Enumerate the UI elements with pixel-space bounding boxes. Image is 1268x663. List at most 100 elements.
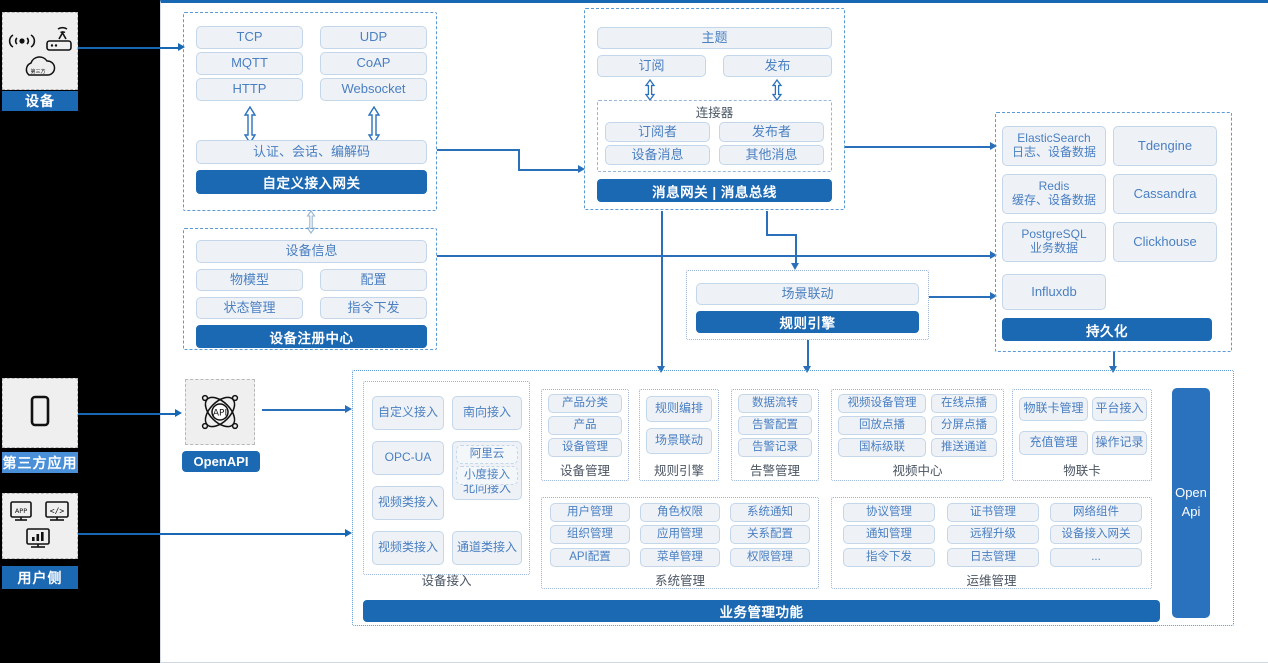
rule-scene[interactable]: 场景联动	[646, 428, 712, 454]
persistence-title: 持久化	[1002, 318, 1212, 341]
alarm-data-flow[interactable]: 数据流转	[738, 394, 812, 413]
line-userside-to-business	[78, 533, 348, 536]
device-mgmt-device[interactable]: 设备管理	[548, 438, 622, 457]
device-access-aliyun[interactable]: 阿里云	[456, 445, 518, 464]
persistence-cassandra[interactable]: Cassandra	[1113, 174, 1217, 214]
group-system-mgmt	[541, 497, 819, 589]
ops-remote-upgrade[interactable]: 远程升级	[947, 525, 1039, 544]
registry-thing-model[interactable]: 物模型	[196, 269, 303, 291]
mobile-phone-icon	[30, 395, 50, 427]
device-access-video[interactable]: 视频类接入	[372, 486, 444, 520]
arrow-persistence-to-business	[1109, 366, 1117, 373]
arrow-openapi-to-business	[345, 405, 352, 413]
ops-protocol-mgmt[interactable]: 协议管理	[843, 503, 935, 522]
group-device-mgmt	[541, 389, 629, 481]
group-rule-engine-label: 规则引擎	[653, 463, 704, 478]
sys-role-permission[interactable]: 角色权限	[640, 503, 720, 522]
rule-scene-linkage[interactable]: 场景联动	[696, 283, 919, 305]
device-access-video-2[interactable]: 视频类接入	[372, 531, 444, 565]
rail-label-user-side: 用户侧	[2, 566, 78, 589]
device-mgmt-product-category[interactable]: 产品分类	[548, 394, 622, 413]
line-openapi-to-business	[262, 409, 348, 411]
alarm-config[interactable]: 告警配置	[738, 416, 812, 435]
registry-state-mgmt[interactable]: 状态管理	[196, 297, 303, 319]
device-access-xiaodu[interactable]: 小度接入	[456, 466, 518, 485]
router-icon	[46, 26, 72, 51]
protocol-udp[interactable]: UDP	[320, 26, 427, 49]
persistence-influxdb[interactable]: Influxdb	[1002, 274, 1106, 310]
group-alarm-mgmt	[731, 389, 819, 481]
iot-recharge-mgmt[interactable]: 充值管理	[1019, 431, 1088, 455]
bus-publish[interactable]: 发布	[723, 55, 832, 77]
protocol-websocket[interactable]: Websocket	[320, 78, 427, 101]
ops-more[interactable]: ...	[1050, 548, 1142, 567]
video-device-mgmt[interactable]: 视频设备管理	[838, 394, 926, 413]
line-rule-to-persistence	[929, 296, 992, 298]
message-bus-title: 消息网关 | 消息总线	[597, 179, 832, 202]
persistence-tdengine[interactable]: Tdengine	[1113, 126, 1217, 166]
line-gateway-bus-h2	[518, 169, 579, 171]
video-playback[interactable]: 回放点播	[838, 416, 926, 435]
persistence-clickhouse[interactable]: Clickhouse	[1113, 222, 1217, 262]
sys-permission-mgmt[interactable]: 权限管理	[730, 548, 810, 567]
code-window-icon: </>	[45, 501, 69, 521]
device-mgmt-product[interactable]: 产品	[548, 416, 622, 435]
sys-relation-config[interactable]: 关系配置	[730, 525, 810, 544]
ops-cert-mgmt[interactable]: 证书管理	[947, 503, 1039, 522]
bus-subscribe[interactable]: 订阅	[597, 55, 706, 77]
line-bus-to-rule-h	[766, 234, 796, 236]
sys-menu-mgmt[interactable]: 菜单管理	[640, 548, 720, 567]
registry-config[interactable]: 配置	[320, 269, 427, 291]
sys-api-config[interactable]: API配置	[550, 548, 630, 567]
connector-other-message[interactable]: 其他消息	[719, 145, 824, 165]
device-access-opcua[interactable]: OPC-UA	[372, 441, 444, 475]
cloud-icon: 第三方	[25, 56, 56, 76]
thirdparty-icon-card	[2, 378, 78, 448]
iot-operation-log[interactable]: 操作记录	[1092, 431, 1147, 455]
video-online-play[interactable]: 在线点播	[931, 394, 997, 413]
ops-device-gateway[interactable]: 设备接入网关	[1050, 525, 1142, 544]
connector-publisher[interactable]: 发布者	[719, 122, 824, 142]
rule-arrangement[interactable]: 规则编排	[646, 396, 712, 422]
sys-notification[interactable]: 系统通知	[730, 503, 810, 522]
ops-notify-mgmt[interactable]: 通知管理	[843, 525, 935, 544]
registry-title: 设备注册中心	[196, 325, 427, 348]
device-access-southbound[interactable]: 南向接入	[452, 396, 522, 430]
iot-card-mgmt[interactable]: 物联卡管理	[1019, 397, 1088, 421]
sys-org-mgmt[interactable]: 组织管理	[550, 525, 630, 544]
connector-group	[597, 100, 832, 172]
device-access-custom[interactable]: 自定义接入	[372, 396, 444, 430]
connector-device-message[interactable]: 设备消息	[605, 145, 710, 165]
protocol-tcp[interactable]: TCP	[196, 26, 303, 49]
ops-network-component[interactable]: 网络组件	[1050, 503, 1142, 522]
video-push-channel[interactable]: 推送通道	[931, 438, 997, 457]
video-split-screen[interactable]: 分屏点播	[931, 416, 997, 435]
protocol-coap[interactable]: CoAP	[320, 52, 427, 75]
protocol-mqtt[interactable]: MQTT	[196, 52, 303, 75]
ops-log-mgmt[interactable]: 日志管理	[947, 548, 1039, 567]
registry-device-info[interactable]: 设备信息	[196, 240, 427, 263]
device-access-channel[interactable]: 通道类接入	[452, 531, 522, 565]
sys-user-mgmt[interactable]: 用户管理	[550, 503, 630, 522]
ops-command-dispatch[interactable]: 指令下发	[843, 548, 935, 567]
alarm-record[interactable]: 告警记录	[738, 438, 812, 457]
group-alarm-mgmt-label: 告警管理	[749, 463, 800, 478]
iot-platform-access[interactable]: 平台接入	[1092, 397, 1147, 421]
sys-app-mgmt[interactable]: 应用管理	[640, 525, 720, 544]
open-api-vertical-bar[interactable]: Open Api	[1172, 388, 1210, 618]
user-side-icon-card: APP </>	[2, 493, 78, 559]
arrow-rule-to-persistence	[990, 292, 997, 300]
connector-subscriber[interactable]: 订阅者	[605, 122, 710, 142]
connector-title: 连接器	[695, 106, 734, 120]
video-gb-cascade[interactable]: 国标级联	[838, 438, 926, 457]
gateway-middle-auth[interactable]: 认证、会话、编解码	[196, 140, 427, 164]
gateway-group	[183, 12, 437, 211]
arrow-rule-to-business	[803, 366, 811, 373]
registry-command-dispatch[interactable]: 指令下发	[320, 297, 427, 319]
bus-topic[interactable]: 主题	[597, 27, 832, 49]
protocol-http[interactable]: HTTP	[196, 78, 303, 101]
